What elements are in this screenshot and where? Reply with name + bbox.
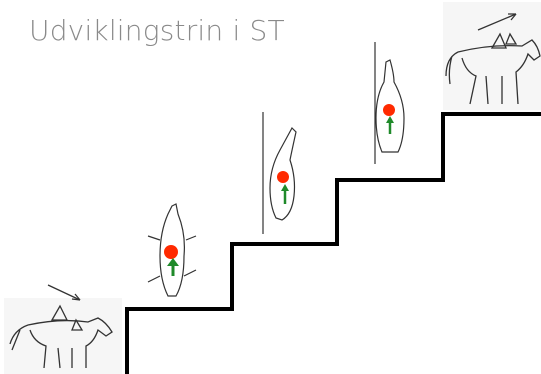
staircase-line xyxy=(125,112,541,374)
horse-topview-step-3 xyxy=(374,42,405,164)
horse-topview-step-1 xyxy=(147,203,197,297)
balance-marker xyxy=(383,104,395,116)
balance-marker xyxy=(164,245,178,259)
balance-marker xyxy=(277,171,289,183)
horse-topview-step-2 xyxy=(262,112,297,234)
horse-sketch-top-right xyxy=(443,2,541,110)
horse-sketch-bottom-left xyxy=(4,284,122,374)
slide-title: Udviklingstrin i ST xyxy=(29,14,285,47)
